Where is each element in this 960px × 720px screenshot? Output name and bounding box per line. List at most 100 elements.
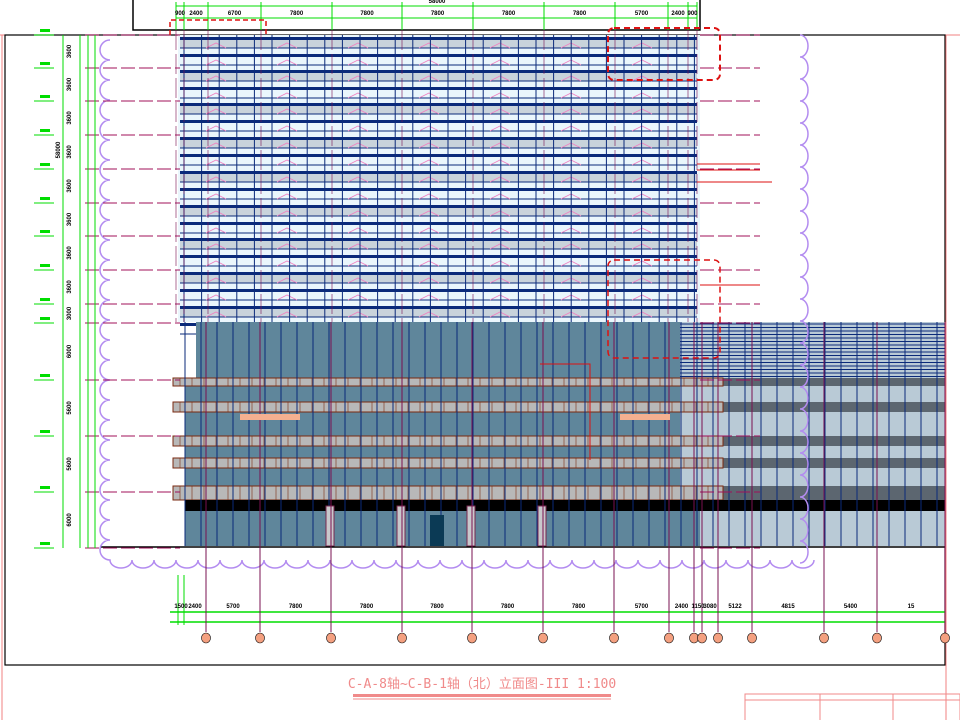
- window-opening-mark: [489, 42, 511, 49]
- elevation-label-mark: [40, 486, 50, 489]
- elevation-label-mark: [40, 62, 50, 65]
- elevation-label-mark: [40, 163, 50, 166]
- window-opening-mark: [489, 294, 511, 301]
- left-dimension-text: 6000: [67, 513, 73, 527]
- spandrel-panel: [180, 208, 697, 216]
- elevation-label-mark: [40, 230, 50, 233]
- podium-canopy-beam: [172, 401, 724, 413]
- axis-bubble: [713, 632, 723, 644]
- window-opening-mark: [489, 92, 511, 99]
- window-opening-mark: [347, 294, 369, 301]
- elevation-label-mark: [40, 542, 50, 545]
- spandrel-panel: [180, 73, 697, 81]
- top-dimension-text: 7800: [573, 11, 587, 17]
- elevation-label-mark: [40, 374, 50, 377]
- spandrel-panel: [180, 40, 697, 48]
- window-opening-mark: [276, 260, 298, 267]
- window-opening-mark: [489, 59, 511, 66]
- revision-box: [607, 259, 721, 359]
- window-opening-mark: [347, 227, 369, 234]
- top-dimension-text: 2400: [189, 11, 203, 17]
- bottom-dimension-text: 2400: [188, 604, 202, 610]
- spandrel-panel: [180, 140, 697, 148]
- axis-bubble: [467, 632, 477, 644]
- window-opening-mark: [418, 75, 440, 82]
- right-wing-band: [700, 436, 945, 446]
- bottom-dimension-text: 5122: [728, 604, 742, 610]
- entrance-column: [396, 505, 406, 547]
- window-opening-mark: [205, 260, 227, 267]
- window-opening-mark: [418, 59, 440, 66]
- left-dimension-text: 3600: [67, 77, 73, 91]
- window-opening-mark: [418, 142, 440, 149]
- axis-bubble: [819, 632, 829, 644]
- window-opening-mark: [347, 42, 369, 49]
- left-dimension-text: 5600: [67, 401, 73, 415]
- window-opening-mark: [418, 92, 440, 99]
- window-opening-mark: [418, 125, 440, 132]
- spandrel-panel: [180, 241, 697, 249]
- axis-bubble: [538, 632, 548, 644]
- left-dimension-text: 3600: [67, 246, 73, 260]
- window-opening-mark: [489, 193, 511, 200]
- window-opening-mark: [418, 176, 440, 183]
- floor-slab-line: [180, 103, 697, 106]
- window-opening-mark: [347, 277, 369, 284]
- bottom-dimension-text: 15: [908, 604, 915, 610]
- window-opening-mark: [418, 210, 440, 217]
- window-opening-mark: [276, 277, 298, 284]
- left-dimension-text: 3600: [67, 111, 73, 125]
- floor-slab-line: [180, 306, 697, 309]
- window-opening-mark: [276, 210, 298, 217]
- top-dimension-text: 2400: [671, 11, 685, 17]
- window-opening-mark: [205, 193, 227, 200]
- elevation-label-mark: [40, 264, 50, 267]
- window-opening-mark: [276, 42, 298, 49]
- window-opening-mark: [205, 227, 227, 234]
- annotation-tag: [240, 414, 300, 420]
- elevation-label-mark: [40, 129, 50, 132]
- top-total-dimension: 58000: [429, 0, 446, 5]
- revision-cloud-right: [799, 34, 809, 564]
- spandrel-panel: [180, 106, 697, 114]
- floor-slab-line: [180, 120, 697, 123]
- window-opening-mark: [347, 210, 369, 217]
- left-dimension-text: 3600: [67, 145, 73, 159]
- podium-canopy-beam: [172, 457, 724, 469]
- window-opening-mark: [205, 176, 227, 183]
- window-opening-mark: [418, 277, 440, 284]
- window-opening-mark: [205, 294, 227, 301]
- left-dimension-text: 3600: [67, 179, 73, 193]
- window-opening-mark: [276, 243, 298, 250]
- window-opening-mark: [489, 210, 511, 217]
- window-opening-mark: [205, 42, 227, 49]
- elevation-label-mark: [40, 95, 50, 98]
- revision-cloud-left-bottom: [99, 39, 815, 569]
- axis-bubble: [940, 632, 950, 644]
- window-opening-mark: [276, 294, 298, 301]
- window-opening-mark: [347, 176, 369, 183]
- entrance-door: [430, 515, 444, 546]
- axis-bubble: [689, 632, 699, 644]
- window-opening-mark: [347, 260, 369, 267]
- spandrel-panel: [180, 309, 697, 317]
- left-dimension-text: 3600: [67, 44, 73, 58]
- podium-canopy-beam: [172, 435, 724, 447]
- window-opening-mark: [489, 125, 511, 132]
- drawing-title: C-A-8轴~C-B-1轴（北）立面图-III 1:100: [348, 677, 616, 692]
- bottom-dimension-text: 5700: [635, 604, 649, 610]
- axis-bubble: [201, 632, 211, 644]
- bottom-dimension-text: 5700: [226, 604, 240, 610]
- window-opening-mark: [205, 243, 227, 250]
- axis-bubble: [872, 632, 882, 644]
- window-opening-mark: [276, 142, 298, 149]
- window-opening-mark: [347, 75, 369, 82]
- floor-slab-line: [180, 222, 697, 225]
- upper-sheet-frame: [132, 0, 701, 31]
- window-opening-mark: [205, 92, 227, 99]
- entrance-column: [325, 505, 335, 547]
- floor-slab-line: [180, 289, 697, 292]
- bottom-dimension-text: 7800: [501, 604, 515, 610]
- window-opening-mark: [418, 108, 440, 115]
- window-opening-mark: [347, 59, 369, 66]
